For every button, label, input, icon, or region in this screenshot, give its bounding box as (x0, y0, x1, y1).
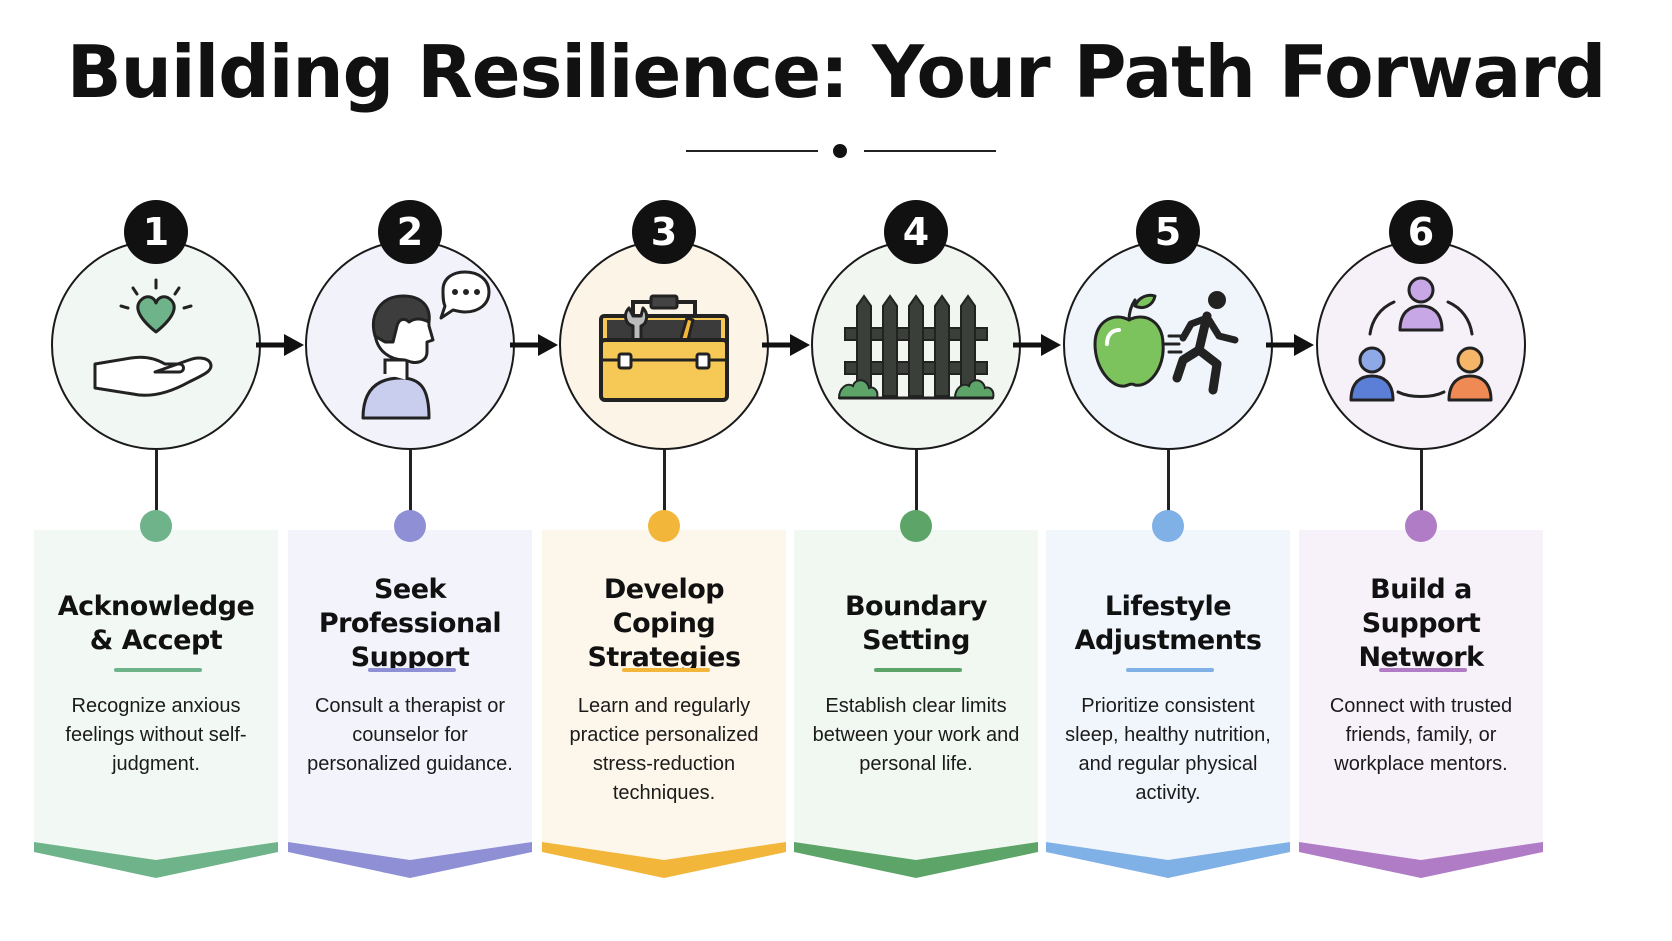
step-title: Build a Support Network (1358, 574, 1484, 673)
chevron-footer (794, 830, 1038, 878)
step-title: Acknowledge & Accept (57, 591, 255, 656)
step-card: Build a Support Network Connect with tru… (1299, 530, 1543, 878)
arrow-right-icon (1011, 331, 1063, 359)
step-card: Acknowledge & Accept Recognize anxious f… (34, 530, 278, 878)
title-underline (368, 668, 456, 672)
title-underline (1379, 668, 1467, 672)
connector-dot (900, 510, 932, 542)
step-number: 6 (1389, 200, 1453, 264)
step-description: Prioritize consistent sleep, healthy nut… (1065, 695, 1271, 804)
connector-dot (1405, 510, 1437, 542)
step-card: Seek Professional Support Consult a ther… (288, 530, 532, 878)
arrow-right-icon (760, 331, 812, 359)
step-title: Develop Coping Strategies (587, 574, 741, 673)
arrow-right-icon (508, 331, 560, 359)
connector-line (1167, 450, 1170, 512)
connector-line (663, 450, 666, 512)
chevron-footer (34, 830, 278, 878)
connector-dot (140, 510, 172, 542)
step-number: 5 (1136, 200, 1200, 264)
arrow-right-icon (1264, 331, 1316, 359)
chevron-footer (288, 830, 532, 878)
connector-dot (394, 510, 426, 542)
connector-line (409, 450, 412, 512)
step-1: 1 Acknowledge & Accept Recognize anxious… (32, 0, 284, 941)
heart-hand-icon (93, 278, 213, 397)
step-title: Seek Professional Support (318, 574, 502, 673)
step-icon-circle (51, 240, 261, 450)
title-underline (114, 668, 202, 672)
connector-line (915, 450, 918, 512)
person-speech-icon (361, 270, 491, 420)
step-number: 2 (378, 200, 442, 264)
step-description: Establish clear limits between your work… (812, 695, 1020, 775)
connector-line (1420, 450, 1423, 512)
step-icon-circle (305, 240, 515, 450)
step-5: 5 Lifestyle Adjustments Prioritize consi… (1044, 0, 1296, 941)
step-icon-circle (1316, 240, 1526, 450)
step-description: Recognize anxious feelings without self-… (65, 695, 247, 775)
step-6: 6 Build a Support Network Connect with t… (1297, 0, 1549, 941)
step-number: 3 (632, 200, 696, 264)
step-title: Boundary Setting (844, 591, 988, 656)
arrow-right-icon (254, 331, 306, 359)
step-3: 3 Develop Coping Strategies Learn and re… (540, 0, 792, 941)
step-number: 4 (884, 200, 948, 264)
step-icon-circle (1063, 240, 1273, 450)
chevron-footer (542, 830, 786, 878)
title-divider (686, 140, 996, 162)
step-title: Lifestyle Adjustments (1074, 591, 1262, 656)
step-card: Lifestyle Adjustments Prioritize consist… (1046, 530, 1290, 878)
apple-runner-icon (1093, 291, 1239, 395)
step-description: Connect with trusted friends, family, or… (1329, 695, 1513, 775)
connector-dot (648, 510, 680, 542)
step-description: Learn and regularly practice personalize… (569, 695, 759, 804)
toolbox-icon (599, 294, 729, 402)
page-title: Building Resilience: Your Path Forward (66, 30, 1607, 114)
step-2: 2 Seek Professional Support Consult a th… (286, 0, 538, 941)
chevron-footer (1046, 830, 1290, 878)
title-underline (622, 668, 710, 672)
fence-icon (837, 294, 995, 400)
step-icon-circle (559, 240, 769, 450)
step-icon-circle (811, 240, 1021, 450)
step-card: Boundary Setting Establish clear limits … (794, 530, 1038, 878)
title-underline (1126, 668, 1214, 672)
chevron-footer (1299, 830, 1543, 878)
connector-line (155, 450, 158, 512)
step-card: Develop Coping Strategies Learn and regu… (542, 530, 786, 878)
step-description: Consult a therapist or counselor for per… (307, 695, 513, 775)
step-4: 4 Boundary Setting Establish clear limit… (792, 0, 1044, 941)
connector-dot (1152, 510, 1184, 542)
step-number: 1 (124, 200, 188, 264)
network-people-icon (1349, 276, 1493, 402)
title-underline (874, 668, 962, 672)
